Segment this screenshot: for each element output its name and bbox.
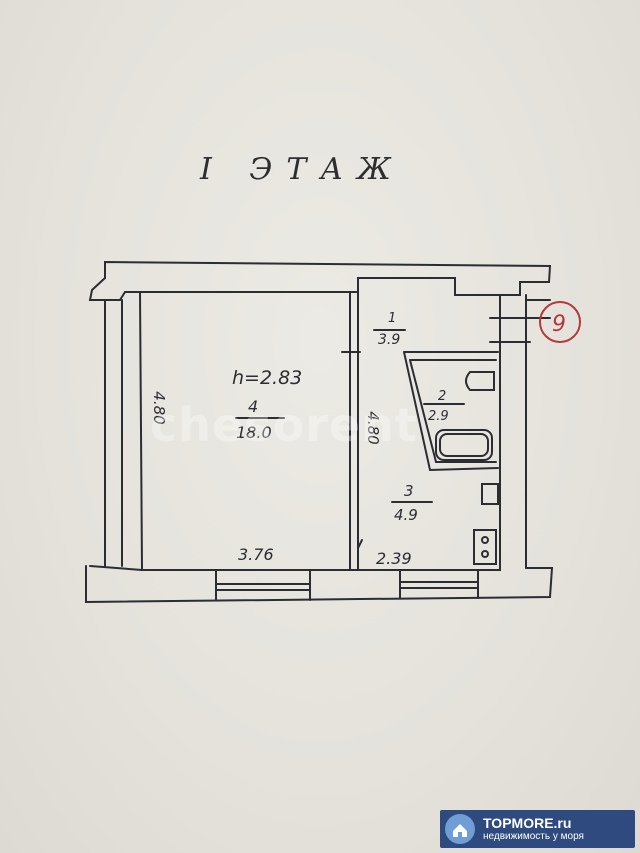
outer-wall-bottom <box>85 565 554 604</box>
unit-marker-number: 9 <box>552 312 566 337</box>
room-3-number: 3 <box>404 482 414 500</box>
badge-tagline: недвижимость у моря <box>483 831 584 843</box>
house-logo-icon <box>445 814 475 844</box>
wall-stub-right <box>489 299 551 343</box>
floor-title: I ЭТАЖ <box>200 152 405 187</box>
room-1-area: 3.9 <box>378 332 400 348</box>
sink <box>481 483 499 505</box>
bathtub <box>435 429 493 461</box>
stove <box>473 529 497 565</box>
bathroom-walls <box>403 351 499 472</box>
ceiling-height-label: h=2.83 <box>232 367 302 389</box>
outer-wall-right <box>499 294 527 569</box>
dim-mid-height: 4.80 <box>364 411 382 444</box>
outer-wall-top <box>88 260 552 301</box>
room-3-area: 4.9 <box>394 506 418 524</box>
dim-left-height: 4.80 <box>150 391 168 424</box>
window-right <box>399 569 479 599</box>
room-4-number: 4 <box>248 397 258 416</box>
dim-right-width: 2.39 <box>376 549 412 568</box>
partition-wall <box>349 291 359 571</box>
window-left <box>215 569 311 601</box>
watermark: chesorent <box>150 398 418 452</box>
unit-marker-circle <box>539 301 581 343</box>
room-2-number: 2 <box>438 389 446 404</box>
outer-wall-left <box>104 299 123 567</box>
room-1-number: 1 <box>388 311 396 326</box>
dim-left-width: 3.76 <box>238 545 274 564</box>
topmore-badge[interactable]: TOPMORE.ru недвижимость у моря <box>440 810 635 848</box>
room-2-area: 2.9 <box>428 409 449 424</box>
badge-brand: TOPMORE.ru <box>483 814 572 831</box>
toilet <box>465 371 495 391</box>
room-4-area: 18.0 <box>236 423 272 442</box>
